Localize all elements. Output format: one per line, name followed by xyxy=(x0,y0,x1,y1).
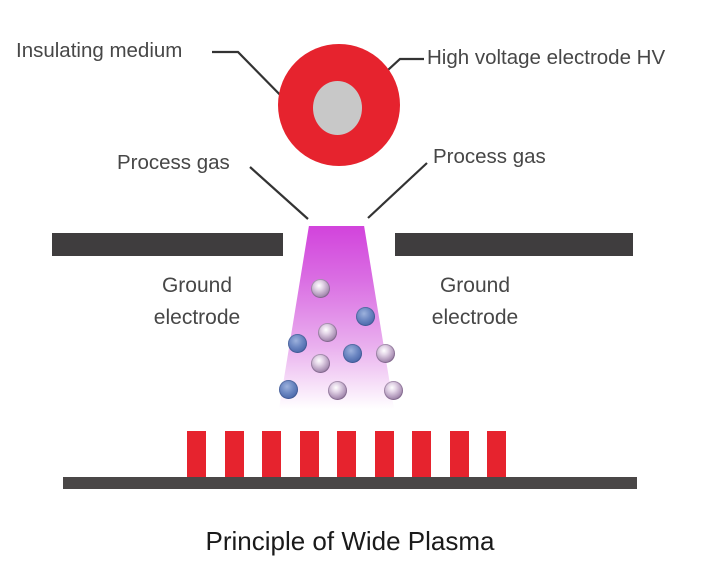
plasma-particle-purple xyxy=(327,380,347,400)
treated-surface-bar xyxy=(487,431,506,477)
treated-surface-bar xyxy=(224,431,244,477)
plasma-particle-purple xyxy=(317,322,337,342)
plasma-particle-purple xyxy=(310,353,330,373)
treated-surface-bar xyxy=(187,431,206,477)
treated-surface-bar xyxy=(412,431,431,477)
plasma-particle-purple xyxy=(375,343,395,363)
substrate-bar xyxy=(63,477,637,489)
treated-surface-bar xyxy=(299,431,319,477)
treated-surface-bar xyxy=(337,431,356,477)
treated-surface-bar xyxy=(374,431,394,477)
plasma-particle-blue xyxy=(278,379,298,399)
leader-process-gas-left xyxy=(249,166,309,220)
plasma-particle-blue xyxy=(287,333,307,353)
plasma-particle-purple xyxy=(383,380,403,400)
label-insulating-medium: Insulating medium xyxy=(16,39,183,62)
hv-electrode-core xyxy=(313,81,362,135)
plasma-particle-purple xyxy=(310,278,330,298)
leader-process-gas-right xyxy=(367,162,428,219)
treated-surface-bars xyxy=(187,431,506,477)
label-high-voltage-electrode: High voltage electrode HV xyxy=(427,46,666,69)
label-ground-electrode-right: Ground electrode xyxy=(431,274,519,329)
plasma-particle-blue xyxy=(342,343,362,363)
label-process-gas-right: Process gas xyxy=(433,145,546,168)
ground-electrode-left-bar xyxy=(52,233,283,256)
ground-electrode-right-bar xyxy=(395,233,633,256)
plasma-particle-blue xyxy=(355,306,375,326)
treated-surface-bar xyxy=(449,431,469,477)
diagram-title: Principle of Wide Plasma xyxy=(205,526,495,556)
label-process-gas-left: Process gas xyxy=(117,151,230,174)
treated-surface-bar xyxy=(262,431,281,477)
label-ground-electrode-left: Ground electrode xyxy=(153,274,241,329)
